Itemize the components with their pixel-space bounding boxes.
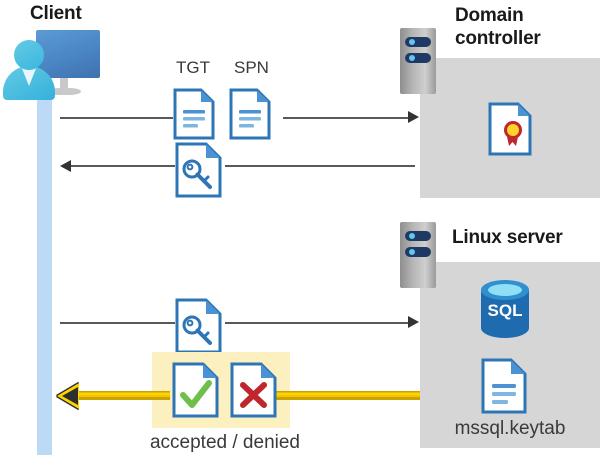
keytab-label: mssql.keytab [454, 418, 566, 439]
flow-tgt-spn-line-right [283, 117, 408, 119]
person-head-icon [14, 40, 44, 70]
dc-server-rack-icon [400, 28, 436, 94]
flow-result-line-left [75, 391, 170, 400]
flow-tgt-spn-line-left [60, 117, 173, 119]
flow-key-down-line-right [225, 165, 415, 167]
flow-key-request-line-left [60, 322, 175, 324]
spn-document-icon [229, 88, 271, 140]
tgt-label: TGT [176, 58, 210, 77]
client-title: Client [30, 3, 82, 24]
sql-database-icon: SQL [478, 280, 532, 338]
certificate-document-icon [488, 102, 532, 156]
flow-result-arrowhead-inner [62, 387, 78, 405]
flow-key-request-line-right [225, 322, 408, 324]
client-lifeline [37, 70, 52, 455]
key-document-icon-down [175, 142, 223, 198]
monitor-icon [36, 30, 100, 78]
key-document-icon-request [175, 298, 223, 354]
spn-label: SPN [234, 58, 269, 77]
domain-controller-title: Domain controller [455, 5, 541, 49]
client-avatar [2, 22, 100, 104]
sql-label: SQL [488, 301, 523, 320]
flow-tgt-spn-arrowhead [408, 111, 419, 123]
person-collar-icon [21, 66, 37, 86]
accepted-denied-label: accepted / denied [149, 432, 300, 453]
flow-key-request-arrowhead [408, 316, 419, 328]
flow-key-down-line-left [71, 165, 175, 167]
tgt-document-icon [173, 88, 215, 140]
keytab-document-icon [481, 358, 527, 414]
denied-document-icon [230, 362, 278, 418]
linux-server-title: Linux server [452, 227, 563, 248]
accepted-document-icon [172, 362, 220, 418]
flow-result-line-right [275, 391, 420, 400]
flow-key-down-arrowhead [60, 160, 71, 172]
monitor-stand-icon [60, 78, 68, 90]
linux-server-rack-icon [400, 222, 436, 288]
monitor-base-icon [48, 88, 81, 95]
